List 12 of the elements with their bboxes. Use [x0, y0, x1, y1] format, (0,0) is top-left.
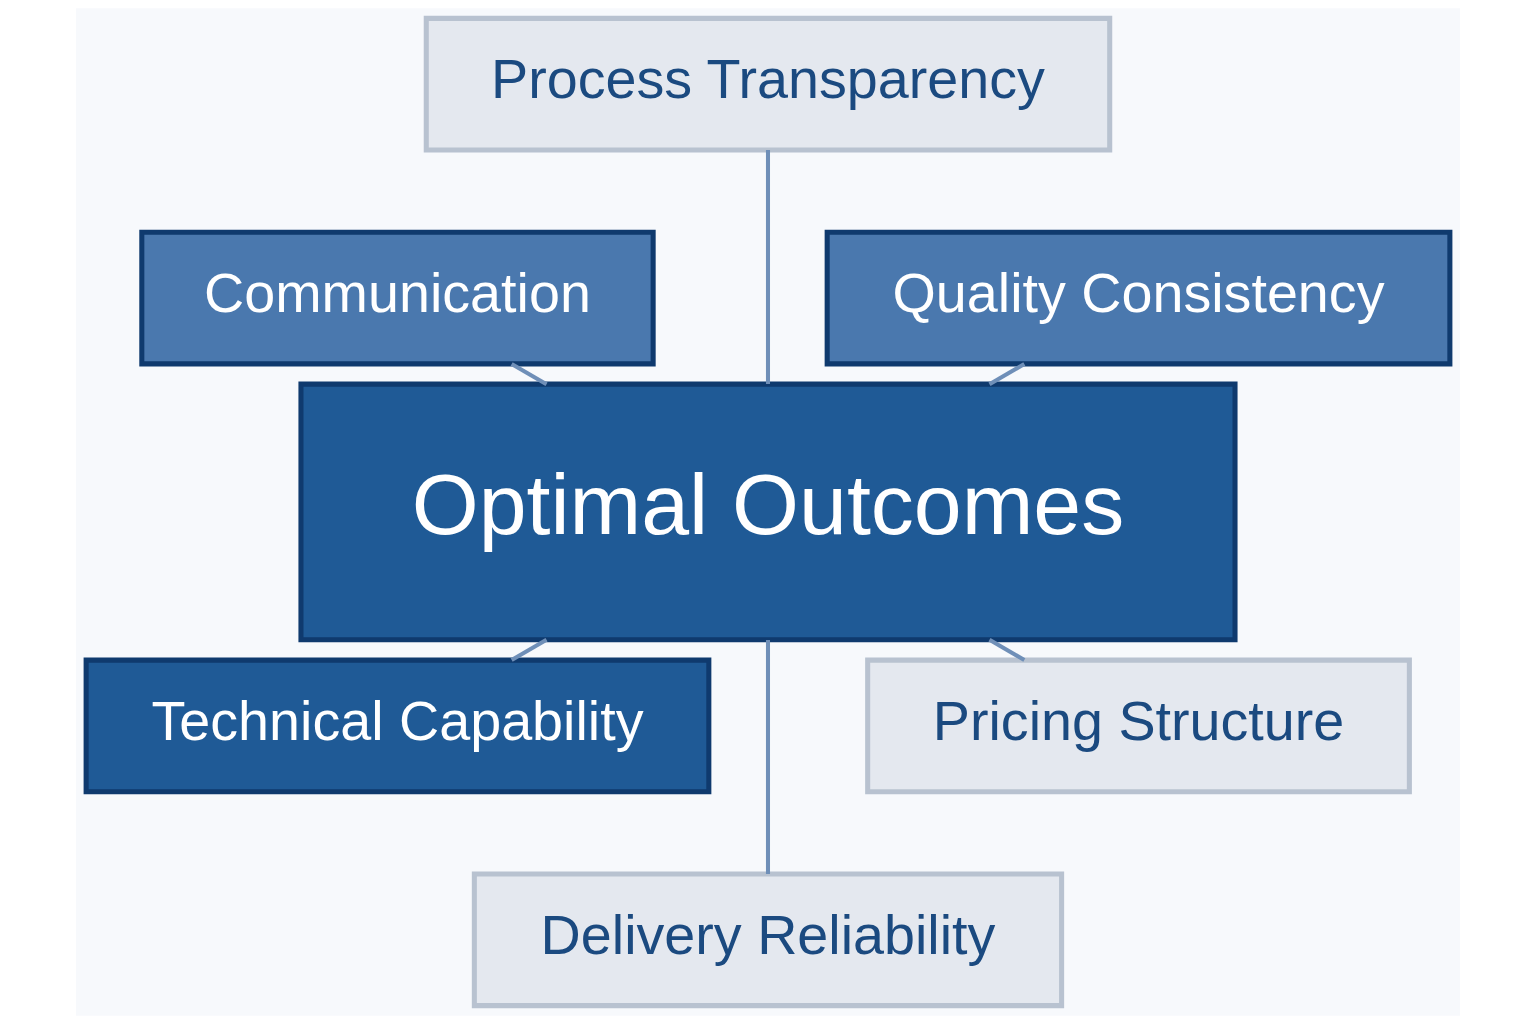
connector: [765, 640, 770, 874]
node-box: Quality Consistency: [824, 229, 1453, 367]
node-box: Process Transparency: [423, 15, 1113, 153]
connector: [510, 638, 548, 662]
node-box: Technical Capability: [83, 657, 712, 795]
connector: [510, 362, 548, 386]
node-box: Optimal Outcomes: [298, 381, 1238, 643]
node-box: Delivery Reliability: [471, 871, 1065, 1009]
node-box: Communication: [139, 229, 656, 367]
connector: [988, 362, 1026, 386]
connector: [765, 150, 770, 384]
node-box: Pricing Structure: [865, 657, 1412, 795]
